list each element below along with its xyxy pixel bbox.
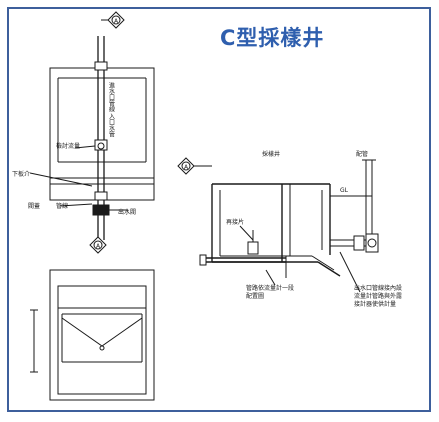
section-marker-label: A xyxy=(184,164,189,171)
section-right-note-1: 出水口管線接內設 xyxy=(354,284,402,292)
plan-bottom-marker-label: A xyxy=(96,243,101,250)
section-left-note-1: 管路依流量計一段 xyxy=(246,284,294,292)
lower-outline xyxy=(49,269,155,401)
plan-bottom-marker xyxy=(89,236,107,254)
lower-view xyxy=(30,269,155,401)
plan-top-marker xyxy=(101,11,125,29)
section-gl-label: GL xyxy=(340,187,349,194)
section-right-note-2: 流量計管路與外露 xyxy=(354,292,402,300)
section-top-right-label: 配管 xyxy=(356,150,368,158)
section-tank-label: 採樣井 xyxy=(262,150,280,158)
plan-label-cover: 閥蓋 xyxy=(28,202,40,210)
section-right-note-3: 接計器使供計量 xyxy=(354,300,396,308)
plan-view xyxy=(29,11,155,254)
plan-side-label-2: 入口水管 xyxy=(108,113,115,138)
plan-side-label-1: 進水口管線 xyxy=(108,81,115,112)
plan-top-marker-label: A xyxy=(114,18,119,25)
plan-label-board: 下板介 xyxy=(12,170,30,178)
section-pipe-label: 再接片 xyxy=(226,218,244,226)
section-view xyxy=(177,157,379,293)
section-left-note-2: 配置圖 xyxy=(246,293,264,300)
plan-valve xyxy=(92,204,110,216)
section-marker xyxy=(177,157,212,175)
plan-label-flow: 檢討流量 xyxy=(56,142,80,150)
diagram-title: C型採樣井 xyxy=(220,26,325,50)
diagram-frame xyxy=(7,7,431,412)
plan-label-outlet-valve: 出水閥 xyxy=(118,208,136,216)
plan-label-pipe: 管線 xyxy=(56,202,68,210)
